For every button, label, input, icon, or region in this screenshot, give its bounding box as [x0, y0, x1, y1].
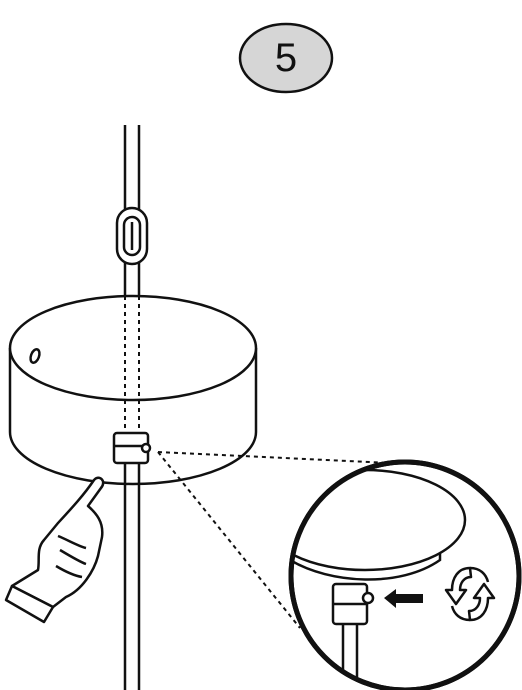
cable-grip-screw	[112, 431, 152, 465]
rotate-icon	[444, 566, 496, 622]
arrow-left-icon	[384, 589, 423, 608]
step-badge	[238, 22, 334, 94]
zoom-leader-lines	[157, 451, 391, 629]
lower-cable	[123, 462, 141, 690]
zoom-detail	[288, 459, 522, 690]
cable-gripper	[115, 206, 149, 266]
pointing-hand-icon	[4, 476, 105, 624]
suspension-cable	[123, 125, 141, 296]
hidden-cable-path	[124, 296, 140, 432]
ceiling-canopy	[8, 294, 258, 486]
